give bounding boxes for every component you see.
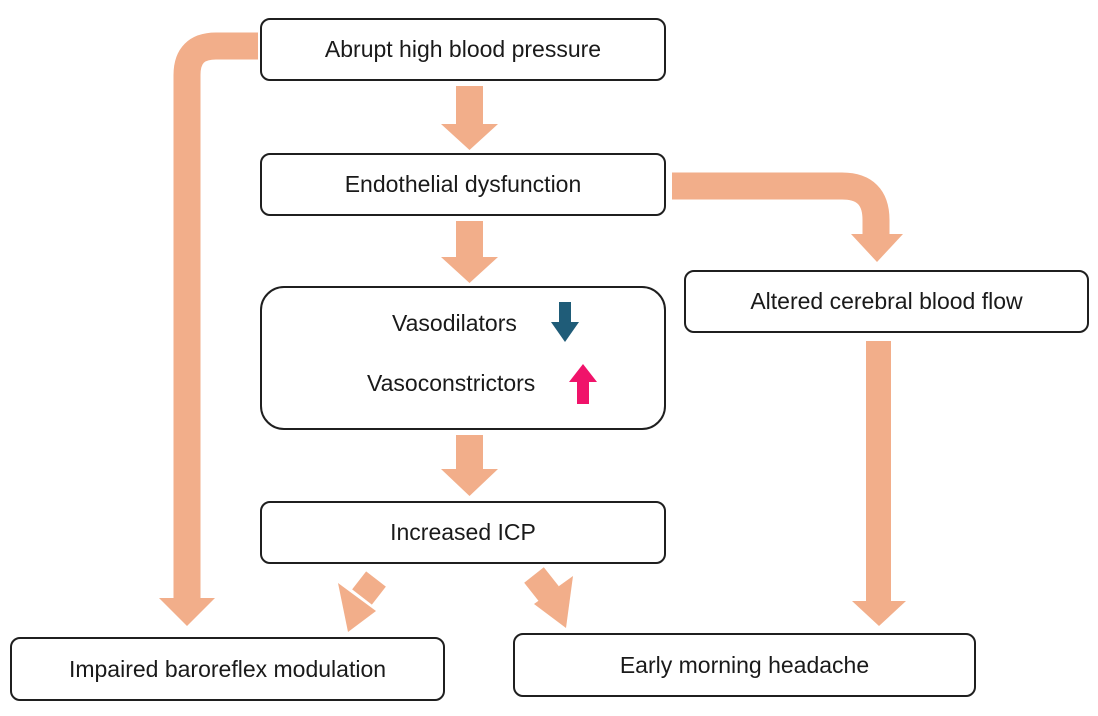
node-label: Abrupt high blood pressure <box>324 36 602 62</box>
node-endothelial-dysfunction: Endothelial dysfunction <box>260 153 666 216</box>
vasoconstrictors-label: Vasoconstrictors <box>367 370 536 396</box>
arrow-endothelial-to-mediators <box>441 221 498 283</box>
arrow-mediators-to-icp <box>441 435 498 496</box>
arrow-bp-to-baroreflex <box>159 32 258 626</box>
node-early-morning-headache: Early morning headache <box>513 633 976 697</box>
arrow-bp-to-endothelial <box>441 86 498 150</box>
node-vasoactive-mediators: Vasodilators Vasoconstrictors <box>260 286 666 430</box>
node-label: Increased ICP <box>390 519 536 545</box>
arrow-icp-to-baroreflex <box>338 571 386 632</box>
vasodilators-label: Vasodilators <box>392 310 517 336</box>
node-label: Impaired baroreflex modulation <box>68 655 387 682</box>
node-abrupt-high-blood-pressure: Abrupt high blood pressure <box>260 18 666 81</box>
up-arrow-icon <box>567 362 599 406</box>
node-impaired-baroreflex-modulation: Impaired baroreflex modulation <box>10 637 445 701</box>
node-label: Early morning headache <box>619 651 870 678</box>
arrow-icp-to-headache <box>524 567 573 628</box>
node-label: Altered cerebral blood flow <box>750 288 1023 314</box>
arrow-cerebral-flow-to-headache <box>852 341 906 626</box>
node-increased-icp: Increased ICP <box>260 501 666 564</box>
node-label: Endothelial dysfunction <box>344 171 582 197</box>
node-altered-cerebral-blood-flow: Altered cerebral blood flow <box>684 270 1089 333</box>
arrow-endothelial-to-cerebral-flow <box>672 172 903 262</box>
down-arrow-icon <box>549 302 581 344</box>
